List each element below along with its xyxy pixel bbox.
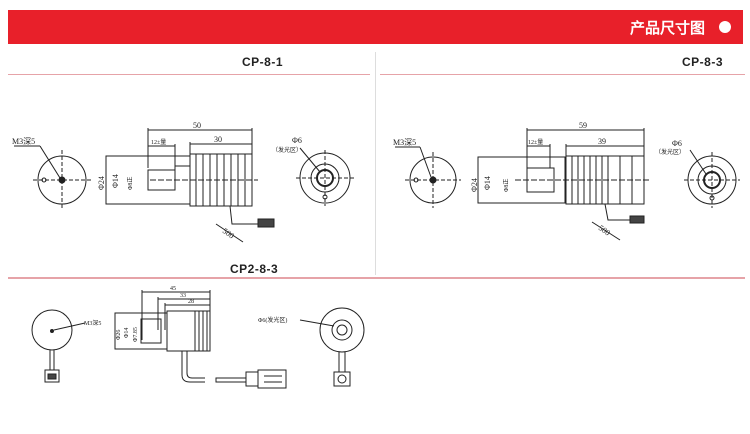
hole-label: M3深5 — [12, 137, 35, 146]
emit-dia-label: Φ6(发光区) — [258, 316, 287, 324]
cp-8-1-drawing: M3深5 50 30 12±量 Φ24 Φ14 Φ8正 — [12, 121, 354, 243]
divider — [8, 74, 370, 75]
dim-total: 59 — [579, 121, 587, 130]
dim-total: 45 — [170, 286, 176, 292]
dim-dia-outer: Φ24 — [470, 178, 479, 192]
cp-8-3-drawing: M3深5 59 39 12±量 Φ24 Φ14 Φ8正 — [393, 121, 740, 241]
dim-dia-outer: Φ24 — [97, 176, 106, 190]
dim-cable: 500 — [597, 223, 612, 237]
dim-dia-inner: Φ7.85 — [133, 327, 139, 342]
dim-fins: 39 — [598, 137, 606, 146]
cp2-8-3-drawing: M3深5 45 33 28 Φ26 Φ14 Φ7.85 — [31, 286, 365, 389]
heatsink-fins — [194, 310, 211, 352]
emit-dia-label: Φ6 — [672, 139, 682, 148]
hole-label: M3深5 — [393, 138, 416, 147]
section-title-cp-8-1: CP-8-1 — [242, 55, 284, 69]
dim-dia-mid: Φ14 — [483, 176, 492, 190]
dim-dia-mid: Φ14 — [111, 174, 120, 188]
dim-front: 12±量 — [528, 139, 543, 146]
dim-fins: 28 — [188, 299, 194, 305]
vertical-divider — [375, 52, 376, 275]
dim-mid: 33 — [180, 293, 186, 299]
hole-label: M3深5 — [84, 319, 101, 327]
emit-dia-label: Φ6 — [292, 136, 302, 145]
header-banner: 产品尺寸图 — [8, 10, 743, 44]
emit-area-note: （发光区） — [272, 146, 302, 154]
section-title-cp2-8-3: CP2-8-3 — [230, 262, 279, 276]
divider — [8, 277, 745, 279]
dim-fins: 30 — [214, 135, 222, 144]
section-title-cp-8-3: CP-8-3 — [682, 55, 724, 69]
dim-total: 50 — [193, 121, 201, 130]
emit-area-note: （发光区） — [655, 148, 685, 156]
header-title: 产品尺寸图 — [629, 19, 705, 37]
dim-dia-mid: Φ14 — [124, 328, 130, 338]
dim-front: 12±量 — [151, 139, 166, 146]
circle-icon — [719, 21, 731, 33]
dim-dia-outer: Φ26 — [116, 330, 122, 340]
dim-dia-inner: Φ8正 — [503, 179, 510, 192]
divider — [380, 74, 745, 75]
dim-dia-inner: Φ8正 — [127, 177, 134, 190]
